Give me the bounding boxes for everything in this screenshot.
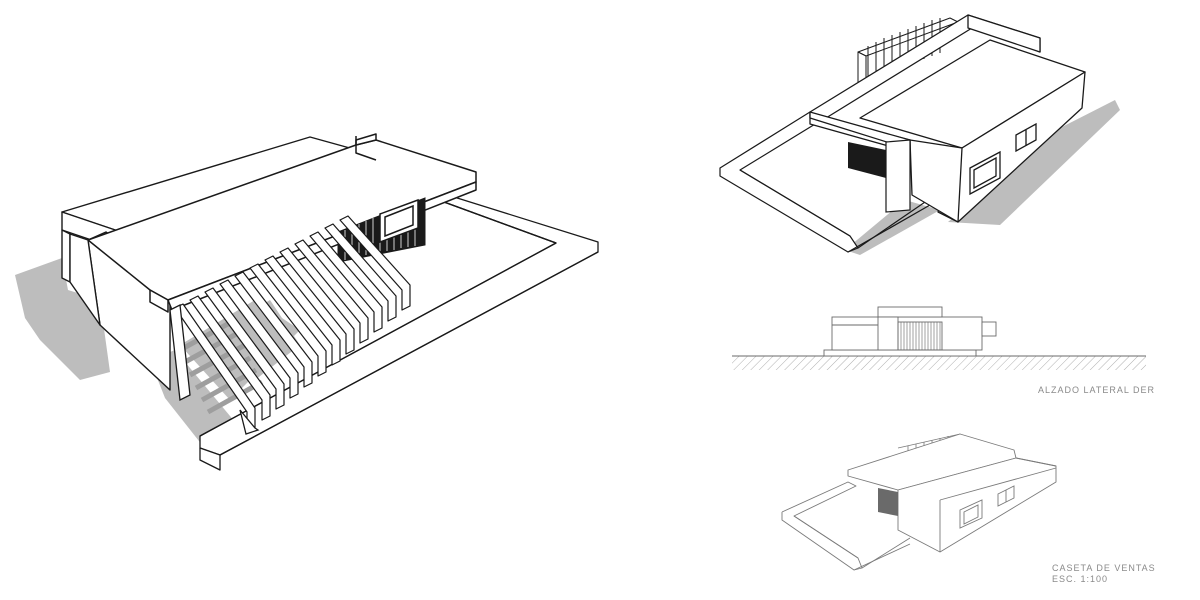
pergola-slats [174,215,411,433]
aerial-roof-frame [809,14,1041,153]
side-volume [69,231,171,391]
sheet-title: CASETA DE VENTAS [1052,563,1156,573]
line-screen-wall [878,488,898,516]
elevation-building [823,306,997,357]
main-perspective-view [15,133,599,471]
aerial-screen-wall [848,142,886,178]
line-perspective-drawing [781,433,1057,571]
line-windows [959,485,1015,529]
aerial-windows [969,122,1037,196]
aerial-main-block [859,39,1086,223]
pergola-front-post [169,304,260,435]
elevation-caption: ALZADO LATERAL DER [1038,385,1156,395]
ground-hatch [732,355,1146,370]
aerial-post [885,139,911,213]
window-frame [379,198,419,244]
sheet-scale: ESC. 1:100 [1052,574,1109,584]
side-elevation-drawing [732,306,1146,370]
line-courtyard-wall [781,481,911,571]
aerial-perspective-view [719,14,1120,255]
